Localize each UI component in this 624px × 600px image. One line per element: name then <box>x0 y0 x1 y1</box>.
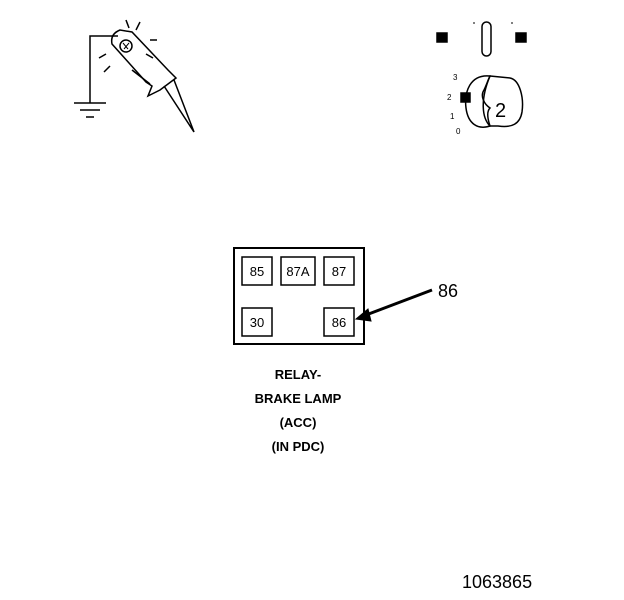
switch-mark-left <box>436 32 448 43</box>
terminal-label-87a: 87A <box>286 264 309 279</box>
ignition-position-label: 0 <box>456 127 461 136</box>
callout-label-86: 86 <box>438 281 458 301</box>
relay-label-line: (ACC) <box>279 415 317 430</box>
glow-ray <box>103 65 111 73</box>
callout-arrow-line <box>365 288 433 317</box>
glow-ray <box>135 21 141 31</box>
probe-ridge <box>131 69 151 85</box>
ignition-position-label: 3 <box>453 73 458 82</box>
ignition-position-label: 1 <box>450 112 455 121</box>
probe-body <box>110 29 178 98</box>
bulb-icon <box>119 39 133 53</box>
bulb-filament <box>122 42 130 50</box>
relay-label-line: BRAKE LAMP <box>254 391 342 406</box>
relay-terminal-86 <box>323 307 355 337</box>
ignition-switch-icon <box>436 21 527 128</box>
glow-ray <box>145 53 154 59</box>
ground-wire <box>89 35 118 103</box>
ignition-position-label: 2 <box>447 93 452 102</box>
relay-housing <box>233 247 365 345</box>
key-head-icon <box>481 75 524 128</box>
glow-ray <box>98 53 107 59</box>
relay-terminal-85 <box>241 256 273 286</box>
test-light-icon <box>74 19 195 133</box>
ignition-selected-position: 2 <box>495 100 506 122</box>
terminal-label-86: 86 <box>332 315 346 330</box>
terminal-label-87: 87 <box>332 264 346 279</box>
relay-terminal-87 <box>323 256 355 286</box>
relay-terminal-87a <box>280 256 316 286</box>
relay-label-line: RELAY- <box>274 367 322 382</box>
figure-number: 1063865 <box>462 572 533 592</box>
callout-arrowhead <box>354 308 372 322</box>
key-cylinder-icon <box>464 75 492 128</box>
relay-diagram: 85 87A 87 30 86 86 <box>233 247 458 345</box>
relay-terminal-30 <box>241 307 273 337</box>
switch-mark-right <box>515 32 527 43</box>
glow-ray <box>125 19 130 29</box>
terminal-label-85: 85 <box>250 264 264 279</box>
terminal-label-30: 30 <box>250 315 264 330</box>
key-slot-icon <box>481 21 492 57</box>
position-indicator <box>460 92 471 103</box>
relay-label-line: (IN PDC) <box>271 439 325 454</box>
probe-tip <box>163 79 195 133</box>
